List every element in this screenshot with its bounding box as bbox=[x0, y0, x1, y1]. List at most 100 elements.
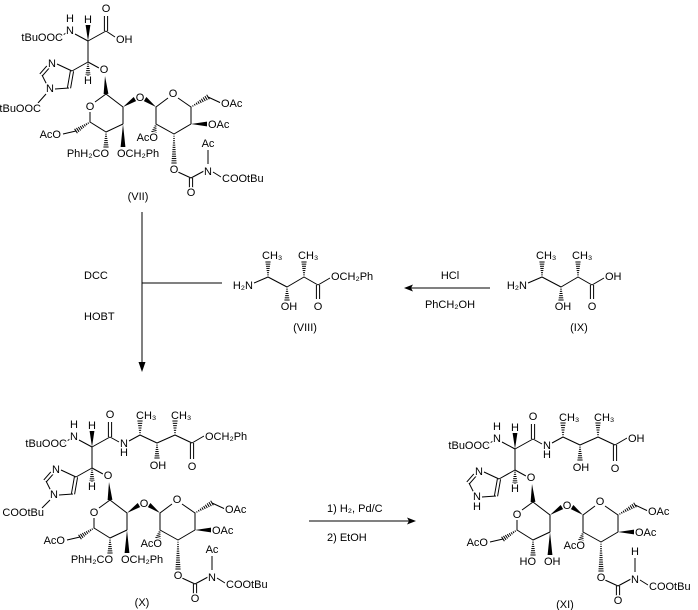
hashed-bond bbox=[558, 286, 564, 301]
bond bbox=[577, 276, 593, 286]
double-bond bbox=[497, 479, 502, 497]
bond bbox=[105, 30, 116, 38]
double-bond bbox=[466, 473, 475, 483]
wedge-bond bbox=[103, 76, 109, 95]
bond bbox=[514, 469, 527, 477]
bond bbox=[91, 467, 104, 475]
xi-label-nh-n: N bbox=[493, 433, 501, 445]
xi-label-link-o: O bbox=[563, 500, 572, 512]
wedge-bond bbox=[195, 527, 211, 533]
x-label-c3-sub: OCH₂Ph bbox=[121, 554, 163, 566]
bond bbox=[560, 276, 579, 288]
vii-label-c6-oac: AcO bbox=[40, 129, 62, 141]
bond bbox=[74, 33, 89, 42]
bond bbox=[582, 505, 596, 516]
bond bbox=[551, 436, 564, 444]
bond bbox=[139, 434, 158, 444]
xi-label-c6-oac: AcO bbox=[467, 537, 489, 549]
xi-label-carb-o: O bbox=[597, 572, 606, 584]
bond bbox=[604, 579, 619, 587]
x-label-ring2-o: O bbox=[173, 494, 182, 506]
hashed-bond bbox=[175, 539, 181, 570]
vii-label-id: (VII) bbox=[128, 191, 149, 203]
reagent-hcl: HCl bbox=[441, 270, 459, 282]
hashed-bond bbox=[103, 131, 109, 148]
hashed-bond bbox=[151, 123, 157, 134]
wedge-bond bbox=[143, 97, 156, 107]
bond bbox=[177, 97, 192, 108]
xi-label-imid-n1: N bbox=[473, 491, 481, 503]
coupling-arrow: DCC HOBT bbox=[83, 212, 222, 372]
bond bbox=[600, 531, 619, 543]
vii-label-link-o: O bbox=[136, 92, 145, 104]
bond bbox=[597, 436, 616, 446]
xi-label-oh: OH bbox=[573, 462, 590, 474]
viii-label-id: (VIII) bbox=[293, 322, 317, 334]
vii-label-alpha-h: H bbox=[84, 14, 92, 26]
esterification-arrow: HCl PhCH₂OH bbox=[404, 269, 490, 313]
x-label-beta-h: H bbox=[88, 481, 96, 493]
vii-label-c4-sub: PhH₂CO bbox=[67, 148, 110, 160]
vii-label-ether-o: O bbox=[100, 64, 109, 76]
bond bbox=[501, 441, 516, 450]
xi-label-c6p-oac: OAc bbox=[648, 506, 670, 518]
x-label-c4-sub: PhH₂CO bbox=[71, 554, 114, 566]
reagent-benzyl-alcohol: PhCH₂OH bbox=[425, 299, 475, 311]
xi-label-amide-n: N bbox=[543, 440, 551, 452]
wedge-bond bbox=[547, 532, 553, 555]
bond bbox=[498, 469, 516, 480]
bond bbox=[174, 434, 193, 444]
bond bbox=[216, 577, 226, 584]
deprotection-arrow: 1) H₂, Pd/C 2) EtOH bbox=[309, 502, 416, 546]
bond bbox=[60, 469, 77, 478]
bond bbox=[59, 32, 67, 38]
vii-label-carb-o: O bbox=[170, 164, 179, 176]
bond bbox=[514, 438, 534, 450]
x-label-c2p-oac: AcO bbox=[141, 538, 163, 550]
bond bbox=[532, 438, 543, 445]
bond bbox=[532, 501, 551, 516]
x-label-c6p-oac: OAc bbox=[225, 504, 247, 516]
vii-label-nh-n: N bbox=[66, 25, 74, 37]
wedge-bond bbox=[127, 503, 141, 513]
vii-label-carb-boc: COOtBu bbox=[222, 173, 264, 185]
wedge-bond bbox=[85, 25, 91, 41]
vii-label-carb-n-sub: Ac bbox=[202, 138, 215, 150]
x-label-imid-sub: COOtBu bbox=[2, 507, 44, 519]
bond bbox=[181, 503, 196, 514]
bond bbox=[109, 529, 128, 539]
xi-label-ether-o: O bbox=[527, 472, 536, 484]
bond bbox=[105, 123, 124, 133]
bond bbox=[614, 437, 628, 446]
bond bbox=[521, 501, 534, 511]
x-label-oh: OH bbox=[150, 460, 167, 472]
ix-label-me1: CH₃ bbox=[536, 250, 556, 262]
x-label-c6-oac: AcO bbox=[44, 535, 66, 547]
vii-label-carbonyl-o: O bbox=[102, 3, 111, 15]
bond bbox=[56, 63, 73, 72]
hashed-bond bbox=[154, 442, 160, 459]
vii-label-beta-h: H bbox=[84, 75, 92, 87]
hashed-bond bbox=[301, 261, 307, 278]
xi-label-c2p-oac: AcO bbox=[564, 540, 586, 552]
x-label-amide-n: N bbox=[120, 438, 128, 450]
vii-label-nh-h: H bbox=[66, 13, 74, 25]
bond bbox=[177, 171, 192, 179]
x-label-imid-n3: N bbox=[52, 464, 60, 476]
double-bond bbox=[41, 67, 50, 77]
wedge-bond bbox=[120, 124, 126, 147]
xi-label-carb-n: N bbox=[631, 574, 639, 586]
double-bond bbox=[468, 475, 477, 485]
wedge-bond bbox=[147, 503, 160, 513]
xi-label-c4p-oac: OAc bbox=[635, 527, 657, 539]
hashed-bond bbox=[78, 527, 95, 540]
bond bbox=[303, 276, 319, 286]
hashed-bond bbox=[595, 422, 601, 438]
bond bbox=[207, 96, 222, 104]
bond bbox=[89, 121, 107, 133]
vii-label-acid-oh: OH bbox=[116, 34, 133, 46]
bond bbox=[468, 482, 475, 494]
